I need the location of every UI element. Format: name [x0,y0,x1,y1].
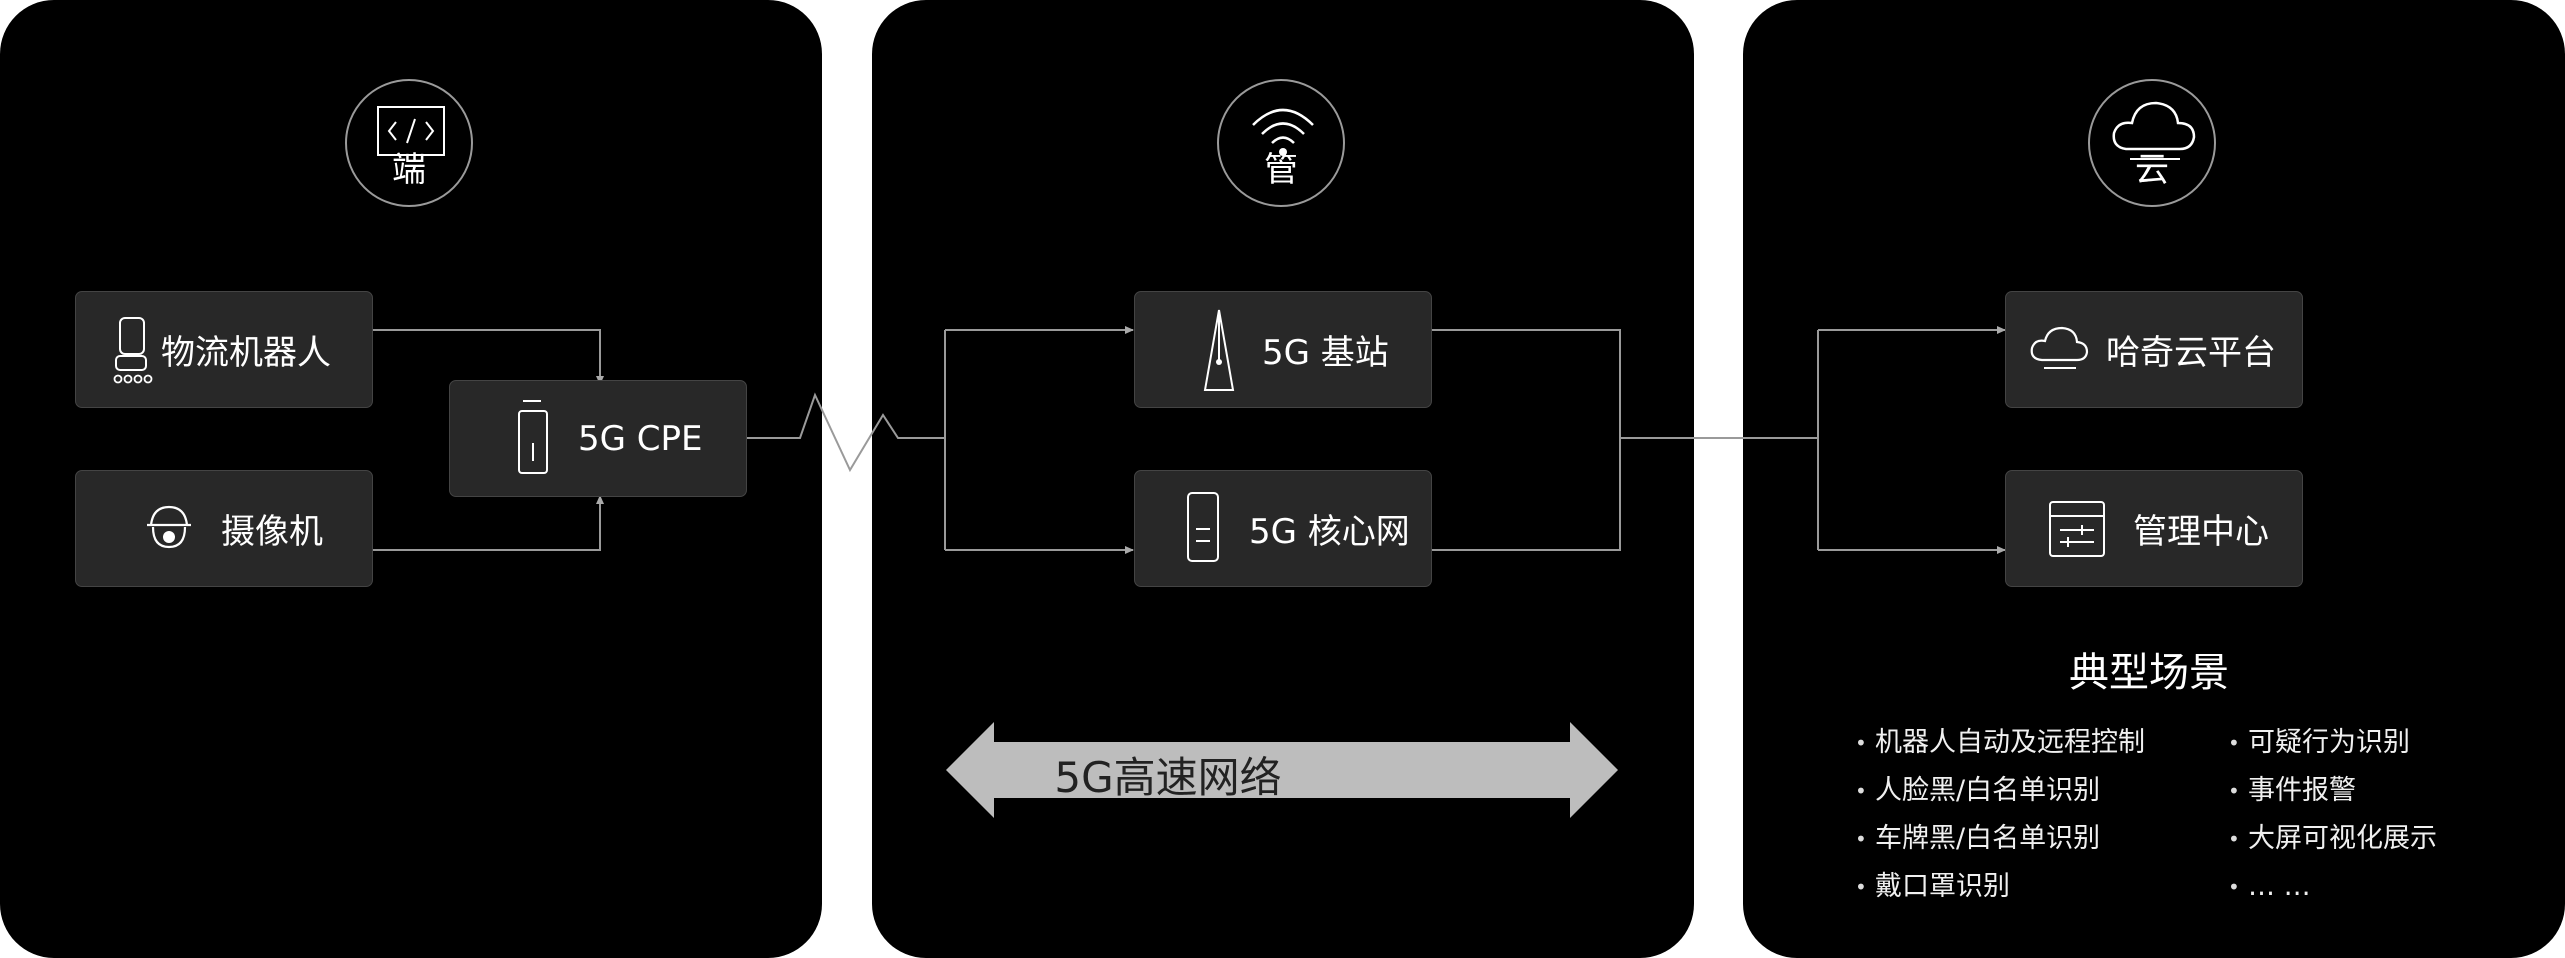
scenario-item: 大屏可视化展示 [2228,815,2437,863]
server-icon [1187,492,1219,562]
code-icon [377,106,445,156]
cloud-icon [2030,326,2089,369]
cloud-platform-node: 哈奇云平台 [2005,291,2303,408]
base-station-node: 5G 基站 [1134,291,1432,408]
management-node: 管理中心 [2005,470,2303,587]
scenario-item: 戴口罩识别 [1855,863,2145,911]
cpe-device-icon [518,400,548,474]
scenario-item: 机器人自动及远程控制 [1855,719,2145,767]
antenna-tower-icon [1203,309,1235,391]
wifi-icon [1252,108,1314,156]
robot-node: 物流机器人 [75,291,373,408]
scenarios-list-right: 可疑行为识别事件报警大屏可视化展示… … [2228,719,2437,911]
scenario-item: 可疑行为识别 [2228,719,2437,767]
cloud-label: 云 [2135,150,2169,190]
cpe-node: 5G CPE [449,380,747,497]
core-network-node: 5G 核心网 [1134,470,1432,587]
cpe-label: 5G CPE [578,418,703,459]
core-network-label: 5G 核心网 [1249,512,1410,552]
security-camera-icon [147,505,191,549]
cloud-platform-label: 哈奇云平台 [2106,333,2276,373]
scenario-item: 事件报警 [2228,767,2437,815]
scenarios-list-left: 机器人自动及远程控制人脸黑/白名单识别车牌黑/白名单识别戴口罩识别 [1855,719,2145,911]
terminal-label: 端 [392,150,426,190]
pipe-header: 管 [1217,79,1345,207]
terminal-header: 端 [345,79,473,207]
cloud-header: 云 [2088,79,2216,207]
scenarios-title: 典型场景 [2069,650,2229,696]
camera-node: 摄像机 [75,470,373,587]
cloud-icon [2112,101,2196,160]
double-arrow [946,722,1618,818]
base-station-label: 5G 基站 [1262,333,1389,373]
pipe-label: 管 [1264,150,1298,190]
dashboard-icon [2049,501,2105,557]
robot-label: 物流机器人 [161,333,331,373]
robot-icon [113,317,153,384]
scenario-item: 人脸黑/白名单识别 [1855,767,2145,815]
management-label: 管理中心 [2133,512,2269,552]
scenario-item: 车牌黑/白名单识别 [1855,815,2145,863]
camera-label: 摄像机 [221,512,323,552]
scenario-item: … … [2228,863,2437,911]
